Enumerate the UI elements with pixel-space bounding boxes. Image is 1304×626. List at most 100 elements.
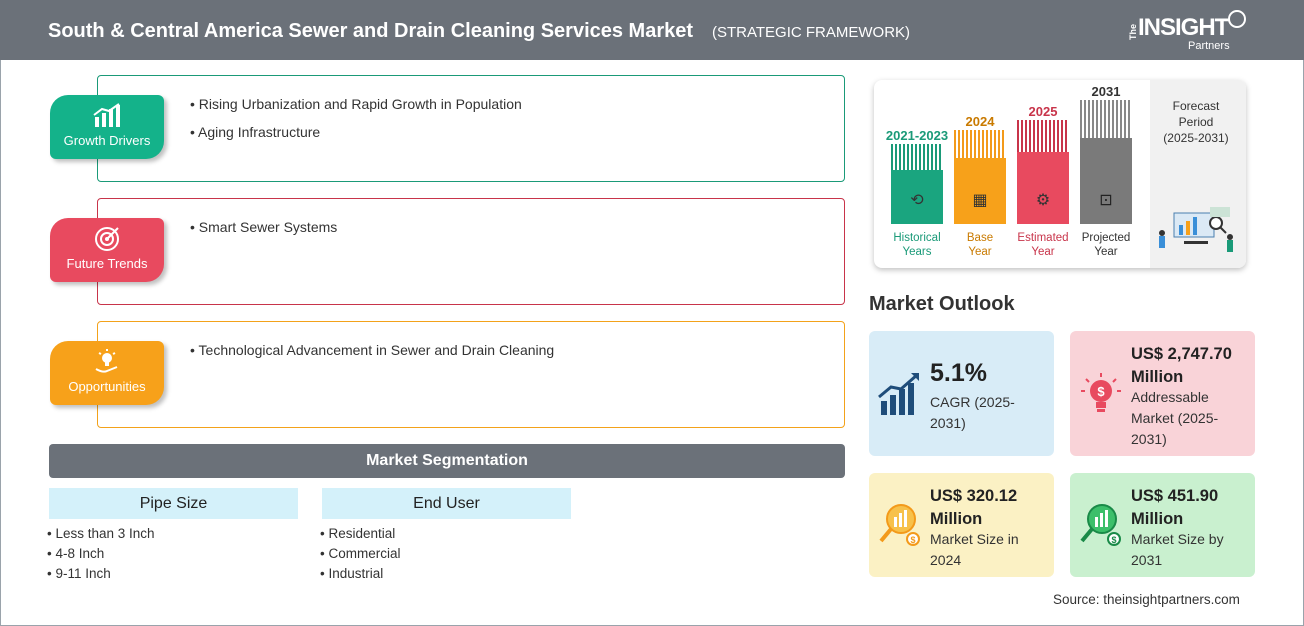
- addressable-value-line-1: US$ 2,747.70: [1131, 345, 1232, 363]
- opportunities-box: Technological Advancement in Sewer and D…: [97, 321, 845, 428]
- presentation-chart-icon: ⊡: [1099, 192, 1113, 209]
- base-bar-fill: [954, 158, 1006, 224]
- list-item: Less than 3 Inch: [47, 526, 154, 541]
- size-2024-value-line-2: Million: [930, 510, 983, 528]
- forecast-line-2: Period: [1178, 115, 1214, 129]
- addressable-value-line-2: Million: [1131, 368, 1184, 386]
- market-size-2031-description: Market Size by 2031: [1131, 529, 1224, 571]
- pipe-size-heading: Pipe Size: [49, 488, 298, 519]
- forecast-period-text: Forecast Period (2025-2031): [1156, 98, 1236, 146]
- base-bar-hatch: [954, 130, 1006, 158]
- market-size-2031-value: US$ 451.90 Million: [1131, 485, 1218, 531]
- estimated-bar: ⚙: [1017, 120, 1069, 224]
- projected-bar-fill: [1080, 138, 1132, 224]
- cagr-line-1: CAGR (2025-: [930, 394, 1015, 410]
- base-label-2: Year: [968, 246, 992, 258]
- growth-chart-icon: [50, 103, 164, 133]
- base-year: 2024: [965, 114, 995, 129]
- addressable-line-1: Addressable: [1131, 389, 1209, 405]
- projected-bar: ⊡: [1080, 100, 1132, 224]
- opportunities-badge: Opportunities: [50, 341, 164, 405]
- historical-bar-fill: [891, 170, 943, 224]
- forecast-line-3: (2025-2031): [1163, 131, 1229, 145]
- projected-label-1: Projected: [1081, 232, 1131, 244]
- addressable-market-description: Addressable Market (2025- 2031): [1131, 387, 1218, 450]
- cagr-card: 5.1% CAGR (2025- 2031): [869, 331, 1054, 456]
- history-clock-icon: ⟲: [910, 192, 924, 209]
- addressable-line-3: 2031): [1131, 431, 1167, 447]
- logo-the-text: The: [1128, 23, 1138, 40]
- future-trends-list: Smart Sewer Systems: [190, 219, 337, 247]
- size-2031-line-1: Market Size by: [1131, 531, 1224, 547]
- historical-label-1: Historical: [893, 232, 941, 244]
- list-item: Residential: [320, 526, 401, 541]
- pipe-size-list: Less than 3 Inch 4-8 Inch 9-11 Inch: [47, 526, 155, 586]
- market-size-2031-card: $ US$ 451.90 Million Market Size by 2031: [1070, 473, 1255, 577]
- projected-label: Projected Year: [1071, 231, 1141, 259]
- insight-partners-logo: The INSIGHT Partners: [1128, 10, 1258, 54]
- historical-year: 2021-2023: [885, 128, 949, 143]
- size-2024-line-1: Market Size in: [930, 531, 1019, 547]
- opportunities-list: Technological Advancement in Sewer and D…: [190, 342, 555, 370]
- logo-insight-text: INSIGHT: [1138, 14, 1229, 41]
- size-2031-value-line-2: Million: [1131, 510, 1184, 528]
- market-size-2024-card: $ US$ 320.12 Million Market Size in 2024: [869, 473, 1054, 577]
- estimated-label-2: Year: [1031, 246, 1055, 258]
- list-item: 4-8 Inch: [47, 546, 155, 561]
- estimated-year: 2025: [1028, 104, 1058, 119]
- source-credit[interactable]: Source: theinsightpartners.com: [1053, 592, 1240, 607]
- dollar-bulb-icon: $: [1078, 371, 1124, 417]
- estimated-label-1: Estimated: [1017, 232, 1069, 244]
- logo-partners-text: Partners: [1188, 40, 1230, 52]
- market-segmentation-bar: Market Segmentation: [49, 444, 845, 478]
- size-2024-value-line-1: US$ 320.12: [930, 487, 1018, 505]
- cagr-value: 5.1%: [930, 359, 987, 387]
- svg-text:$: $: [1111, 535, 1116, 545]
- forecast-line-1: Forecast: [1172, 99, 1220, 113]
- size-2024-line-2: 2024: [930, 552, 962, 568]
- svg-text:$: $: [910, 535, 915, 545]
- market-outlook-title: Market Outlook: [869, 293, 1015, 315]
- base-bar: ▦: [954, 130, 1006, 224]
- base-label-1: Base: [966, 232, 994, 244]
- growth-drivers-box: Rising Urbanization and Rapid Growth in …: [97, 75, 845, 182]
- lightbulb-hand-icon: [50, 349, 164, 381]
- market-size-2024-description: Market Size in 2024: [930, 529, 1019, 571]
- future-trends-badge: Future Trends: [50, 218, 164, 282]
- historical-label: Historical Years: [882, 231, 952, 259]
- estimated-bar-hatch: [1017, 120, 1069, 152]
- cagr-description: CAGR (2025- 2031): [930, 392, 1015, 434]
- calendar-icon: ▦: [972, 192, 988, 209]
- end-user-list: Residential Commercial Industrial: [320, 526, 401, 586]
- base-label: Base Year: [945, 231, 1015, 259]
- addressable-market-value: US$ 2,747.70 Million: [1131, 343, 1232, 389]
- cagr-line-2: 2031): [930, 415, 966, 431]
- growth-bars-icon: [877, 371, 923, 417]
- list-item: 9-11 Inch: [47, 566, 155, 581]
- size-2031-line-2: 2031: [1131, 552, 1163, 568]
- list-item: Smart Sewer Systems: [190, 219, 337, 235]
- size-2031-value-line-1: US$ 451.90: [1131, 487, 1219, 505]
- market-size-2024-value: US$ 320.12 Million: [930, 485, 1017, 531]
- estimated-bar-fill: [1017, 152, 1069, 224]
- growth-drivers-label: Growth Drivers: [63, 133, 151, 148]
- addressable-market-card: $ US$ 2,747.70 Million Addressable Marke…: [1070, 331, 1255, 456]
- addressable-line-2: Market (2025-: [1131, 410, 1219, 426]
- page-subtitle: (STRATEGIC FRAMEWORK): [712, 24, 911, 41]
- future-trends-label: Future Trends: [66, 256, 148, 271]
- historical-bar: ⟲: [891, 144, 943, 224]
- growth-drivers-list: Rising Urbanization and Rapid Growth in …: [190, 96, 522, 152]
- historical-label-2: Years: [902, 246, 932, 258]
- list-item: Commercial: [320, 546, 400, 561]
- chart-magnifier-icon: $: [1078, 501, 1124, 547]
- analytics-people-illustration: [1154, 205, 1238, 253]
- header-bar: South & Central America Sewer and Drain …: [0, 0, 1304, 60]
- chart-magnifier-icon: $: [877, 501, 923, 547]
- list-item: Industrial: [320, 566, 401, 581]
- list-item: Technological Advancement in Sewer and D…: [190, 342, 555, 358]
- logo-ring-icon: [1228, 10, 1246, 28]
- settings-chart-icon: ⚙: [1035, 192, 1051, 209]
- projected-bar-hatch: [1080, 100, 1132, 138]
- svg-text:$: $: [1097, 384, 1105, 399]
- growth-drivers-badge: Growth Drivers: [50, 95, 164, 159]
